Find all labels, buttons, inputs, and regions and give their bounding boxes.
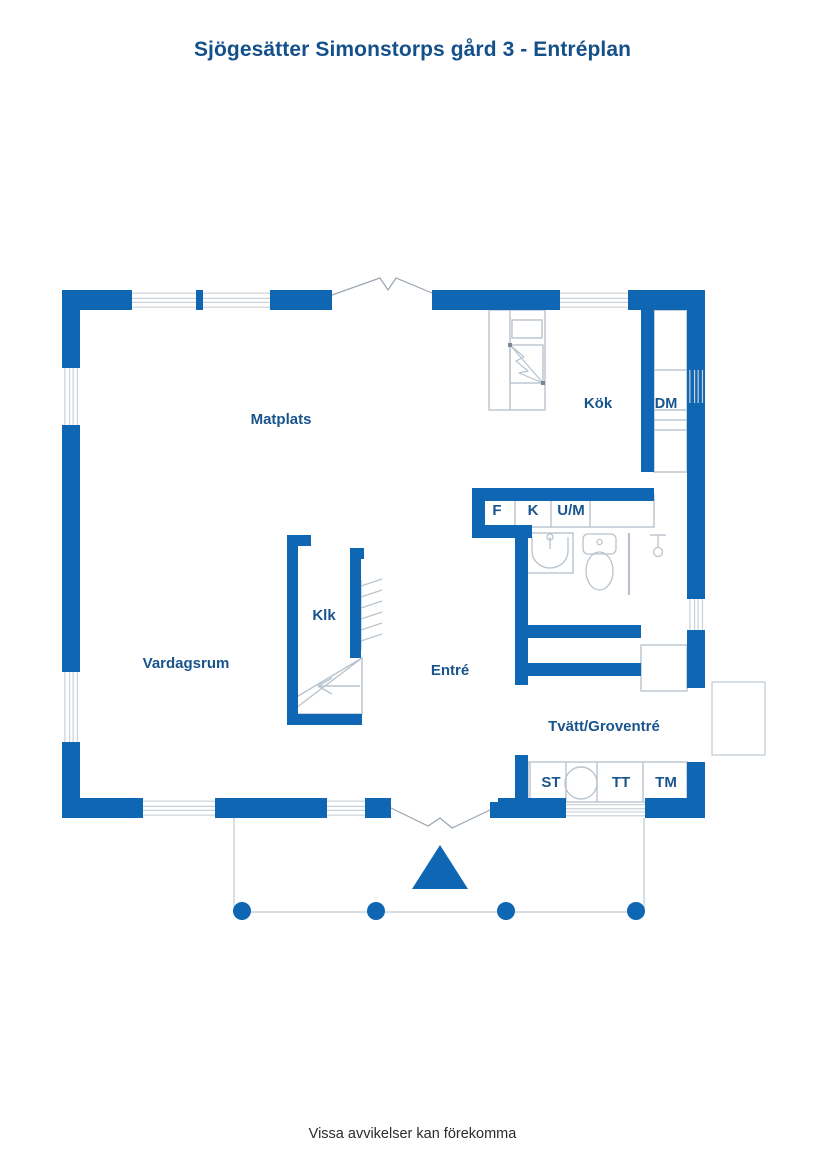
window-win-right-2 xyxy=(689,599,704,630)
exterior-stoop xyxy=(711,681,766,756)
wall-hall-wall-h xyxy=(515,625,641,638)
room-label-kok: Kök xyxy=(584,395,613,412)
footer-note: Vissa avvikelser kan förekomma xyxy=(308,1126,517,1142)
window-win-left-1 xyxy=(64,368,79,425)
hall-cabinet xyxy=(640,644,688,692)
top-entry-canopy-lines xyxy=(331,277,433,296)
terrace-group xyxy=(233,818,645,920)
wall-klk-wall-left-top xyxy=(287,535,311,546)
win-top-3-opening xyxy=(560,290,628,310)
appliance-label-k: K xyxy=(528,502,539,519)
win-right-2-opening xyxy=(687,599,705,630)
entry-canopy-lines xyxy=(390,807,491,829)
window-win-top-3 xyxy=(560,292,628,308)
toilet-bowl xyxy=(585,551,614,591)
closet-hanger-icon-5 xyxy=(360,633,383,642)
terrace-pillar-2 xyxy=(367,902,385,920)
win-bot-3-opening xyxy=(566,802,645,818)
shower-head-icon xyxy=(652,546,664,558)
toilet-tank xyxy=(582,533,617,555)
closet-hanger-icon-1 xyxy=(360,589,383,598)
wall-klk-wall-right-top xyxy=(350,548,364,559)
terrace-pillar-3 xyxy=(497,902,515,920)
win-bot-2-opening xyxy=(327,798,365,818)
win-bot-1-opening xyxy=(143,798,215,818)
wall-left-mid xyxy=(62,425,80,672)
walls-group xyxy=(62,290,705,818)
wall-bath-wall-right xyxy=(515,525,528,635)
terrace-outline xyxy=(233,818,645,913)
stair-direction-arrow-icon xyxy=(317,677,333,695)
closet-hanger-icon-0 xyxy=(360,578,383,587)
sink-faucet-icon xyxy=(546,533,554,541)
closet-hanger-icon-4 xyxy=(360,622,383,631)
wall-kitchen-wall-h xyxy=(472,488,654,501)
window-win-bot-1 xyxy=(143,800,215,816)
wall-right-mid xyxy=(687,472,705,599)
closet-hanger-icon-3 xyxy=(360,611,383,620)
wall-left-upper xyxy=(62,290,80,368)
wall-top-mid-solid xyxy=(270,290,332,310)
stove-zigzag-icon xyxy=(509,344,544,384)
entry-direction-marker xyxy=(412,845,468,889)
room-label-dm: DM xyxy=(655,396,678,412)
terrace-pillar-1 xyxy=(233,902,251,920)
wall-klk-wall-right xyxy=(350,548,361,658)
win-top-2-opening xyxy=(203,290,270,310)
wall-top-mullion xyxy=(196,290,203,310)
sink-basin xyxy=(531,537,569,569)
room-labels-group: Matplats Kök DM Vardagsrum KlkEntréTvätt/Gro… xyxy=(143,395,678,791)
wall-bottom-solid-2 xyxy=(215,798,327,818)
win-top-1-opening xyxy=(132,290,196,310)
page-title: Sjögesätter Simonstorps gård 3 - Entrépl… xyxy=(193,38,632,61)
window-win-top-2 xyxy=(203,292,270,308)
window-win-bot-2 xyxy=(327,800,365,816)
wall-right-upper xyxy=(687,290,705,472)
wall-klk-wall-bottom xyxy=(287,714,362,725)
appliance-label-tt: TT xyxy=(612,774,630,791)
room-label-entre: Entré xyxy=(431,662,469,679)
stove-icon xyxy=(509,344,544,384)
room-label-matplats: Matplats xyxy=(251,411,312,428)
dishwasher-unit xyxy=(653,419,688,473)
appliance-label-f: F xyxy=(492,502,501,519)
stove-corner-mark-a xyxy=(508,343,512,347)
wall-kitchen-wall-v xyxy=(641,310,654,472)
wall-top-right-solid-1 xyxy=(432,290,560,310)
closet-hanger-icon-2 xyxy=(360,600,383,609)
window-win-top-1 xyxy=(132,292,196,308)
wall-top-right-solid-2 xyxy=(628,290,705,310)
stove-diagonal xyxy=(509,344,544,384)
kitchen-upper-cabinet xyxy=(653,309,688,371)
toilet-flush-button-icon xyxy=(596,538,603,546)
win-left-1-opening xyxy=(62,368,80,425)
stair-edge-line xyxy=(287,657,363,703)
wall-tvatt-wall-v xyxy=(515,755,528,818)
room-label-tvatt: Tvätt/Groventré xyxy=(548,718,660,735)
room-label-vardagsrum: Vardagsrum xyxy=(143,655,230,672)
wall-klk-wall-left xyxy=(287,535,298,725)
window-win-left-2 xyxy=(64,672,79,742)
stove-control-panel xyxy=(511,319,543,339)
wall-bottom-solid-1 xyxy=(62,798,143,818)
wall-bottom-solid-3 xyxy=(365,798,391,818)
terrace-pillar-4 xyxy=(627,902,645,920)
wall-bottom-solid-5 xyxy=(645,798,705,818)
window-win-bot-3 xyxy=(566,803,645,817)
window-glazing-group xyxy=(64,277,704,829)
wall-hall-wall-h2 xyxy=(515,663,641,676)
room-label-klk: Klk xyxy=(312,607,336,624)
appliance-label-st: ST xyxy=(541,774,560,791)
wall-right-lower-1 xyxy=(687,630,705,688)
appliance-label-um: U/M xyxy=(557,502,585,519)
laundry-sink-icon xyxy=(564,766,598,800)
appliance-label-tm: TM xyxy=(655,774,677,791)
wall-bottom-step xyxy=(498,798,566,804)
win-left-2-opening xyxy=(62,672,80,742)
stove-corner-mark-b xyxy=(541,381,545,385)
